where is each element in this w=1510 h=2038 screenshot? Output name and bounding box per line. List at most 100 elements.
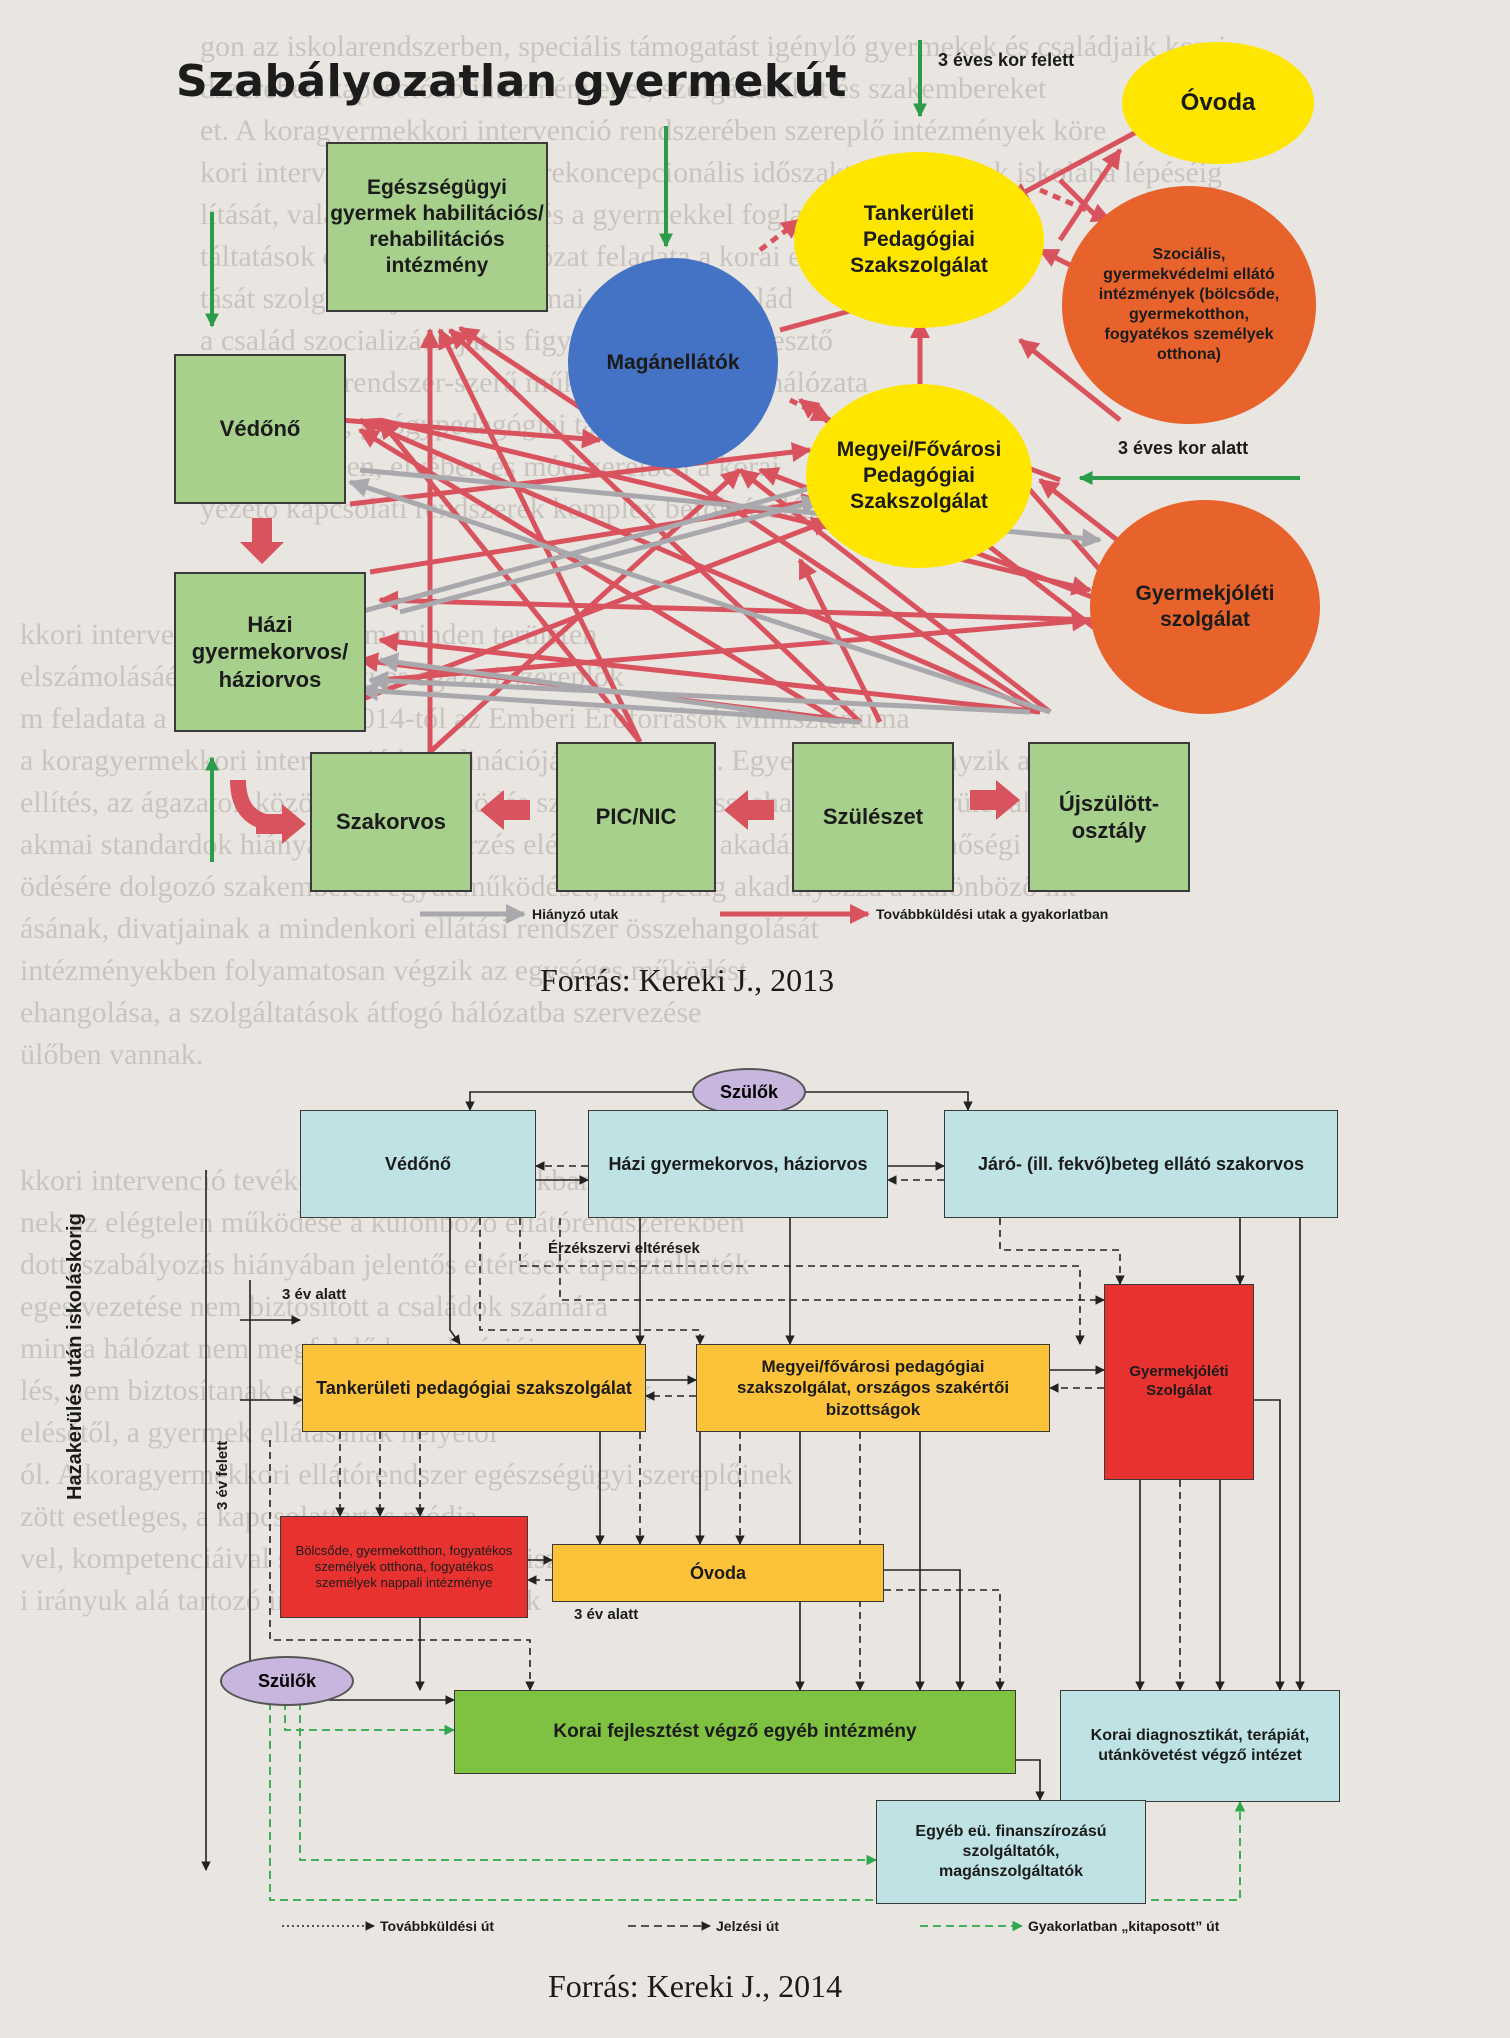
grey-missing-route-arrow: [368, 670, 1031, 715]
korai-fejl-box: Korai fejlesztést végző egyéb intézmény: [454, 1690, 1016, 1774]
vedono-label: Védőnő: [219, 416, 301, 442]
background-text-line: dszerében kapcsolódó intézményeket, szol…: [200, 72, 1047, 105]
jaro-to-gyermekjoleti: [999, 1218, 1125, 1285]
background-text-line: et. A koragyermekkori intervenció rendsz…: [200, 114, 1107, 147]
szuleszet-label: Szülészet: [822, 804, 924, 830]
megyei2-box: Megyei/fővárosi pedagógiai szakszolgálat…: [696, 1344, 1050, 1432]
szulok-to-korai-green: [284, 1702, 456, 1736]
vedono-to-megyei-2: [519, 1218, 1085, 1345]
ovoda2-box: Óvoda: [552, 1544, 884, 1602]
bolcsode-label: Bölcsőde, gyermekotthon, fogyatékos szem…: [295, 1542, 513, 1591]
block-arrow-pic-szakorvos: [480, 790, 530, 830]
gyermekjoleti2-label: Gyermekjóléti Szolgálat: [1129, 1363, 1229, 1399]
pic-box: PIC/NIC: [556, 742, 716, 892]
egyeb-box: Egyéb eü. finanszírozású szolgáltatók, m…: [876, 1800, 1146, 1904]
red-route-arrow: [1057, 148, 1123, 242]
szulok-bottom-label: Szülők: [257, 1670, 316, 1691]
korai-diag-label: Korai diagnosztikát, terápiát, utánkövet…: [1090, 1727, 1310, 1764]
legend2-kitaposott: Gyakorlatban „kitaposott” út: [1028, 1918, 1220, 1934]
hazi-box: Házi gyermekorvos/ háziorvos: [174, 572, 366, 732]
jaro-box: Járó- (ill. fekvő)beteg ellátó szakorvos: [944, 1110, 1338, 1218]
ujszulott-label: Újszülött-osztály: [1058, 790, 1160, 844]
megyei-circle: Megyei/Fővárosi Pedagógiai Szakszolgálat: [806, 384, 1032, 568]
pic-label: PIC/NIC: [595, 804, 677, 830]
gyj-to-korai-diag-2: [1254, 1399, 1285, 1691]
ev3-felett-label: 3 év felett: [214, 1440, 231, 1510]
szakorvos-label: Szakorvos: [335, 809, 447, 835]
ujszulott-box: Újszülött-osztály: [1028, 742, 1190, 892]
background-text-line: dott, szabályozás hiányában jelentős elt…: [20, 1248, 750, 1281]
szulok-to-vedono: [465, 1091, 692, 1111]
diagram1-title: Szabályozatlan gyermekút: [176, 56, 847, 107]
grey-missing-route-arrow: [399, 494, 822, 615]
legend1-practice: Továbbküldési utak a gyakorlatban: [876, 906, 1109, 922]
egeszsegugyi-box: Egészségügyi gyermek habilitációs/ rehab…: [326, 142, 548, 312]
dashed-red-arrow: [788, 397, 832, 423]
left-to-korai-2: [269, 1440, 535, 1691]
source1: Forrás: Kereki J., 2013: [540, 962, 835, 998]
vedono-to-gyermekjoleti: [559, 1218, 1105, 1305]
diagram2-connection-lines: [201, 1091, 1305, 1932]
gyermekjoleti-label: Gyermekjóléti szolgálat: [1135, 581, 1275, 631]
korai-diag-box: Korai diagnosztikát, terápiát, utánkövet…: [1060, 1690, 1340, 1802]
szulok-to-jaro: [802, 1091, 973, 1111]
background-text-line: eges vezetése nem biztosított a családok…: [20, 1290, 609, 1323]
left-to-korai: [249, 1280, 455, 1705]
szulok-to-egyeb-green: [299, 1702, 878, 1866]
red-route-arrow: [428, 468, 742, 754]
vedono-to-tankeruleti: [449, 1218, 461, 1345]
szulok-top-oval: Szülők: [692, 1068, 806, 1116]
background-text-line: ülőben vannak.: [20, 1038, 204, 1071]
source2: Forrás: Kereki J., 2014: [548, 1968, 843, 2004]
block-arrow-szuleszet-ujszulott: [970, 780, 1020, 820]
ovoda-to-korai-2: [884, 1589, 1005, 1691]
red-route-arrow: [369, 492, 822, 575]
block-arrow-hazi-szakorvos-head: [256, 804, 306, 844]
ev3-alatt-left-label: 3 év alatt: [282, 1286, 347, 1303]
red-route-arrow: [1008, 127, 1142, 203]
szocialis-label: Szociális, gyermekvédelmi ellátó intézmé…: [1098, 246, 1280, 363]
szuleszet-box: Szülészet: [792, 742, 954, 892]
legend1-missing: Hiányzó utak: [532, 906, 619, 922]
egeszsegugyi-label: Egészségügyi gyermek habilitációs/ rehab…: [330, 175, 544, 278]
vedono-to-megyei: [479, 1218, 705, 1345]
background-text-line: ásának, divatjainak a mindenkori ellátás…: [20, 912, 819, 945]
korai-fejl-label: Korai fejlesztést végző egyéb intézmény: [553, 1721, 917, 1743]
legend2-tovabbkuldesi: Továbbküldési út: [380, 1918, 495, 1934]
hazakerules-label: Hazakerülés után iskoláskorig: [64, 1213, 86, 1500]
egyeb-label: Egyéb eü. finanszírozású szolgáltatók, m…: [915, 1823, 1107, 1880]
vedono-box: Védőnő: [174, 354, 346, 504]
block-arrow-vedono-hazi: [240, 518, 284, 564]
szakorvos-box: Szakorvos: [310, 752, 472, 892]
ev3-alatt-label: 3 év alatt: [574, 1606, 639, 1623]
red-route-arrow: [379, 611, 1092, 683]
hazi2-box: Házi gyermekorvos, háziorvos: [588, 1110, 888, 1218]
jaro-label: Járó- (ill. fekvő)beteg ellátó szakorvos: [977, 1153, 1305, 1174]
tankeruleti-label: Tankerületi Pedagógiai Szakszolgálat: [850, 201, 988, 278]
vedono2-label: Védőnő: [385, 1153, 451, 1174]
tankeruleti2-box: Tankerületi pedagógiai szakszolgálat: [302, 1344, 646, 1432]
ovoda-circle: Óvoda: [1122, 42, 1314, 164]
red-route-arrow: [1018, 338, 1122, 422]
background-text-line: intézményekben folyamatosan végzik az eg…: [20, 954, 748, 987]
background-text-line: gon az iskolarendszerben, speciális támo…: [200, 30, 1227, 63]
szulok-to-diag-green: [269, 1702, 1246, 1901]
grey-missing-route-arrow: [358, 681, 861, 725]
tankeruleti-circle: Tankerületi Pedagógiai Szakszolgálat: [794, 152, 1044, 328]
legend2-jelzesi: Jelzési út: [716, 1918, 780, 1934]
gyermekjoleti-circle: Gyermekjóléti szolgálat: [1090, 500, 1320, 714]
background-text-line: ól. A koragyermekkori ellátórendszer egé…: [20, 1458, 794, 1491]
hazi2-label: Házi gyermekorvos, háziorvos: [608, 1153, 868, 1174]
ovoda2-label: Óvoda: [689, 1562, 746, 1583]
ovoda-to-korai: [884, 1569, 965, 1691]
over3-label: 3 éves kor felett: [938, 50, 1075, 70]
bolcsode-box: Bölcsőde, gyermekotthon, fogyatékos szem…: [280, 1516, 528, 1618]
grey-missing-route-arrow: [378, 652, 841, 725]
maganellatok-label: Magánellátók: [606, 350, 740, 374]
megyei2-label: Megyei/fővárosi pedagógiai szakszolgálat…: [736, 1357, 1010, 1419]
under3-label: 3 éves kor alatt: [1118, 438, 1249, 458]
gyermekjoleti2-box: Gyermekjóléti Szolgálat: [1104, 1284, 1254, 1480]
grey-missing-route-arrow: [348, 478, 1051, 715]
